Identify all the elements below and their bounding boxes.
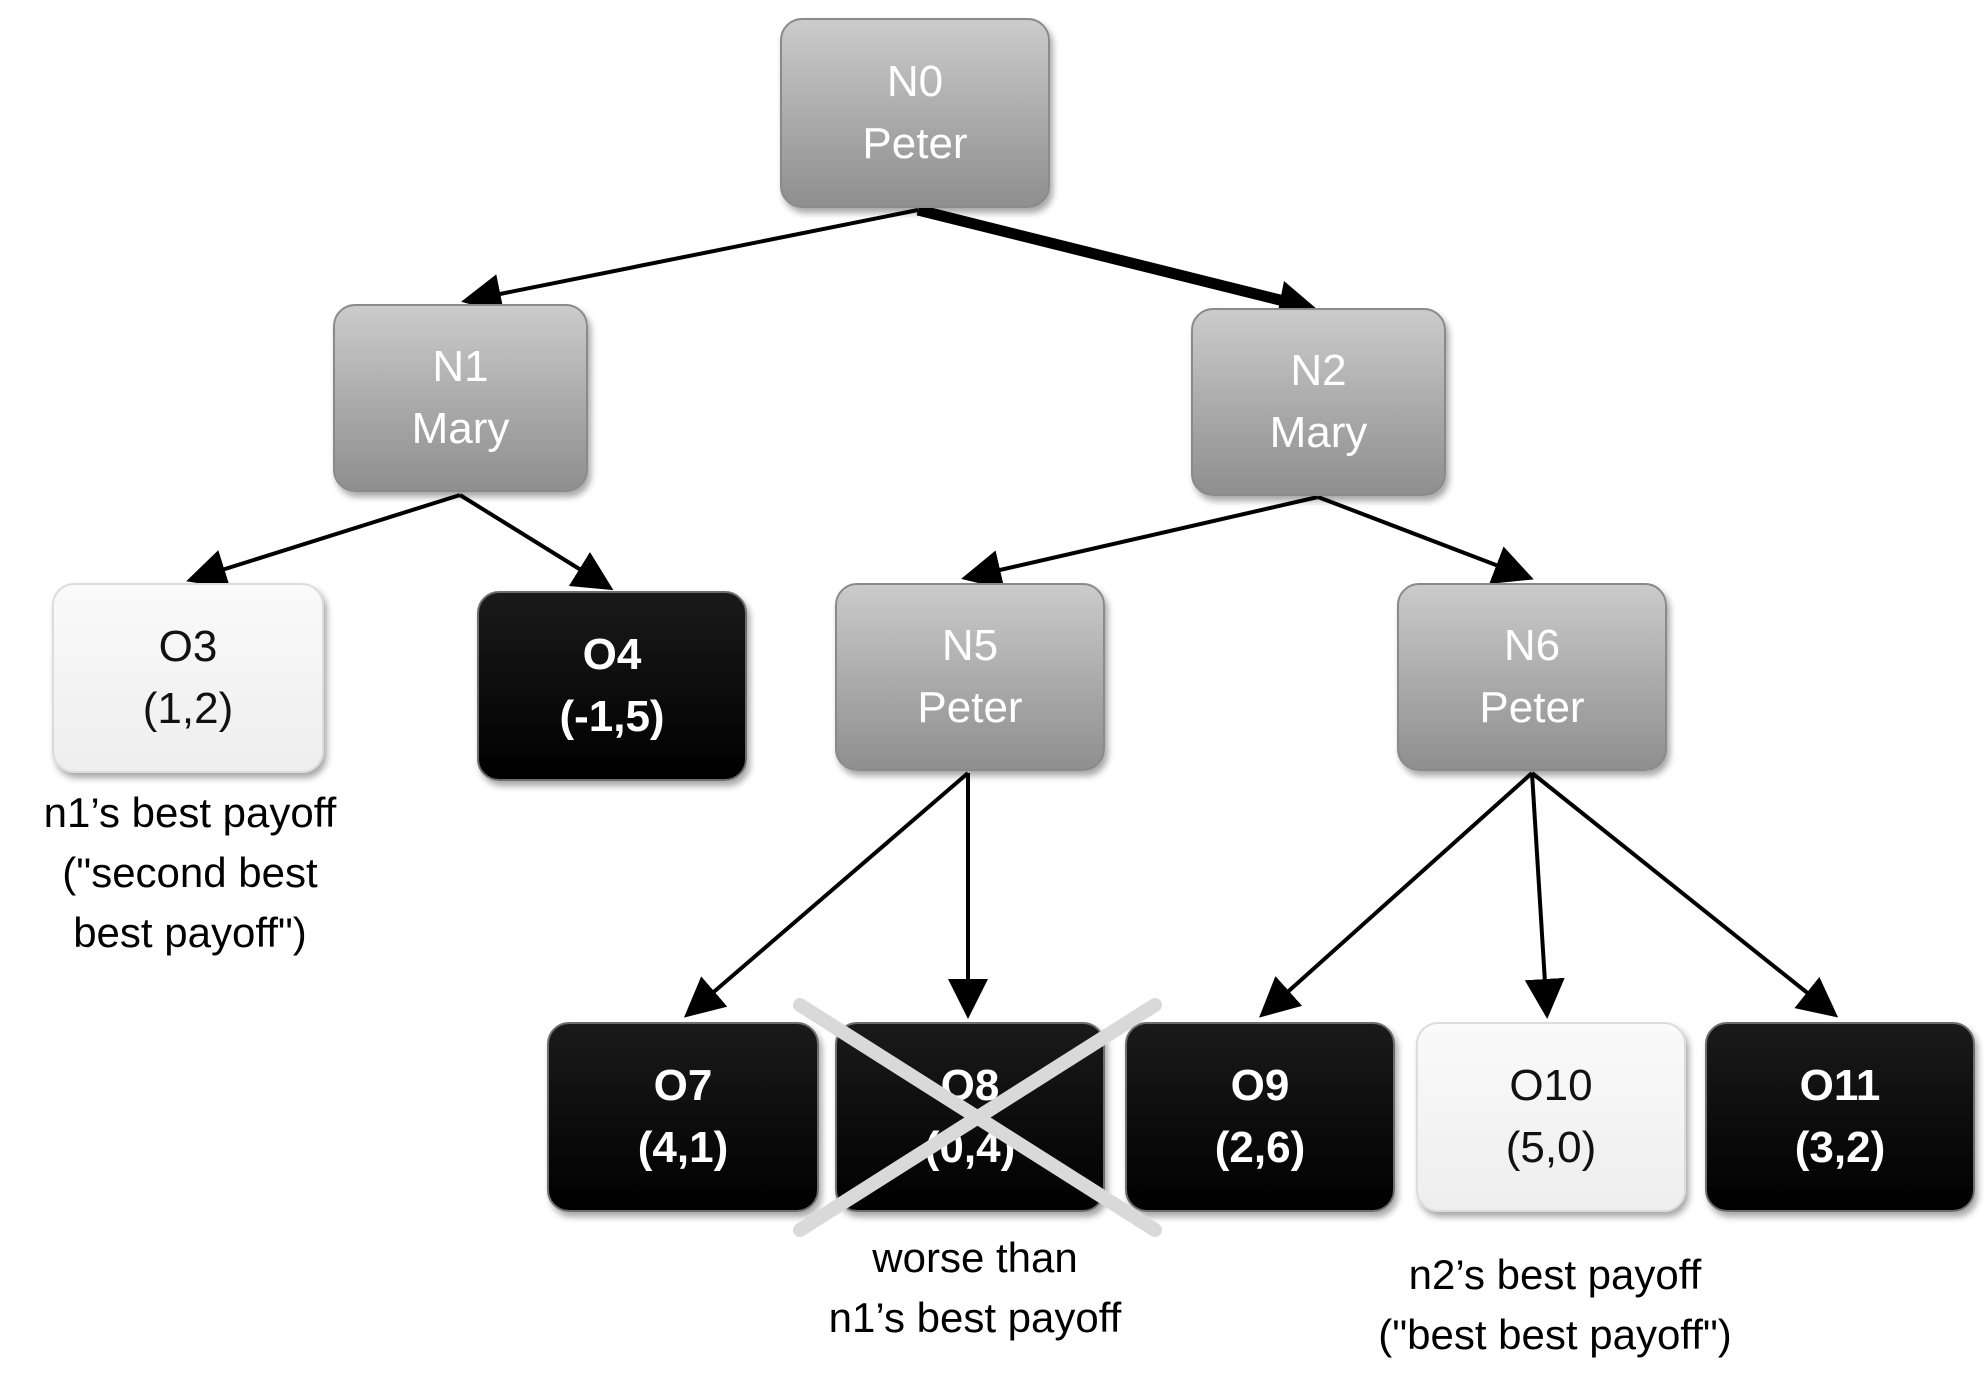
outcome-o8: O8 (0,4) [835, 1022, 1105, 1212]
outcome-o3-id: O3 [158, 622, 218, 671]
outcome-o8-payoff: (0,4) [924, 1123, 1016, 1172]
outcome-o7-payoff: (4,1) [637, 1123, 729, 1172]
edge-n1-o3 [186, 493, 461, 589]
node-n5: N5 Peter [835, 583, 1105, 771]
outcome-o10-id: O10 [1509, 1061, 1593, 1110]
outcome-o4-id: O4 [582, 630, 642, 679]
node-n1: N1 Mary [333, 304, 588, 492]
node-n0: N0 Peter [780, 18, 1050, 208]
edge-n2-n6 [1317, 495, 1534, 584]
node-n1-player: Mary [411, 404, 510, 453]
edge-n0-n1 [461, 208, 919, 314]
node-n5-id: N5 [941, 621, 999, 670]
outcome-o11: O11 (3,2) [1705, 1022, 1975, 1212]
node-n5-player: Peter [917, 683, 1023, 732]
o10-annotation-line-2: ("best best payoff") [1378, 1311, 1732, 1358]
outcome-o4: O4 (-1,5) [477, 591, 747, 781]
outcome-o9: O9 (2,6) [1125, 1022, 1395, 1212]
node-n6-id: N6 [1503, 621, 1561, 670]
outcome-o3-payoff: (1,2) [142, 684, 234, 733]
node-n6: N6 Peter [1397, 583, 1667, 771]
o3-annotation-line-3: best payoff") [73, 909, 307, 956]
o8-annotation-line-2: n1’s best payoff [828, 1294, 1122, 1341]
o3-annotation: n1’s best payoff ("second best best payo… [15, 783, 365, 963]
o3-annotation-line-1: n1’s best payoff [43, 789, 337, 836]
outcome-o10: O10 (5,0) [1416, 1022, 1686, 1212]
outcome-o11-payoff: (3,2) [1794, 1123, 1886, 1172]
outcome-o4-payoff: (-1,5) [559, 692, 665, 741]
o8-annotation-line-1: worse than [872, 1234, 1078, 1281]
edge-n6-o10 [1524, 772, 1565, 1019]
outcome-o11-id: O11 [1799, 1061, 1881, 1110]
edge-n6-o11 [1530, 771, 1839, 1018]
node-n2-player: Mary [1269, 408, 1368, 457]
edge-n1-o4 [458, 493, 614, 591]
outcome-o3: O3 (1,2) [52, 583, 324, 773]
outcome-o9-id: O9 [1230, 1061, 1290, 1110]
node-n0-player: Peter [862, 119, 968, 168]
o3-annotation-line-2: ("second best [62, 849, 318, 896]
node-n6-player: Peter [1479, 683, 1585, 732]
outcome-o7: O7 (4,1) [547, 1022, 819, 1212]
edge-n0-n2-highlighted [916, 204, 1302, 311]
outcome-o8-id: O8 [940, 1061, 1000, 1110]
o10-annotation: n2’s best payoff ("best best payoff") [1340, 1245, 1770, 1365]
o8-annotation: worse than n1’s best payoff [790, 1228, 1160, 1348]
edge-n2-n5 [961, 495, 1319, 590]
outcome-o7-id: O7 [653, 1061, 713, 1110]
outcome-o9-payoff: (2,6) [1214, 1123, 1306, 1172]
node-n2-id: N2 [1290, 346, 1347, 395]
edge-n6-o9 [1259, 771, 1534, 1018]
node-n0-id: N0 [886, 57, 944, 106]
outcome-o10-payoff: (5,0) [1505, 1123, 1597, 1172]
edge-n5-o7 [683, 771, 970, 1018]
node-n1-id: N1 [432, 342, 489, 391]
node-n2: N2 Mary [1191, 308, 1446, 496]
o10-annotation-line-1: n2’s best payoff [1408, 1251, 1702, 1298]
